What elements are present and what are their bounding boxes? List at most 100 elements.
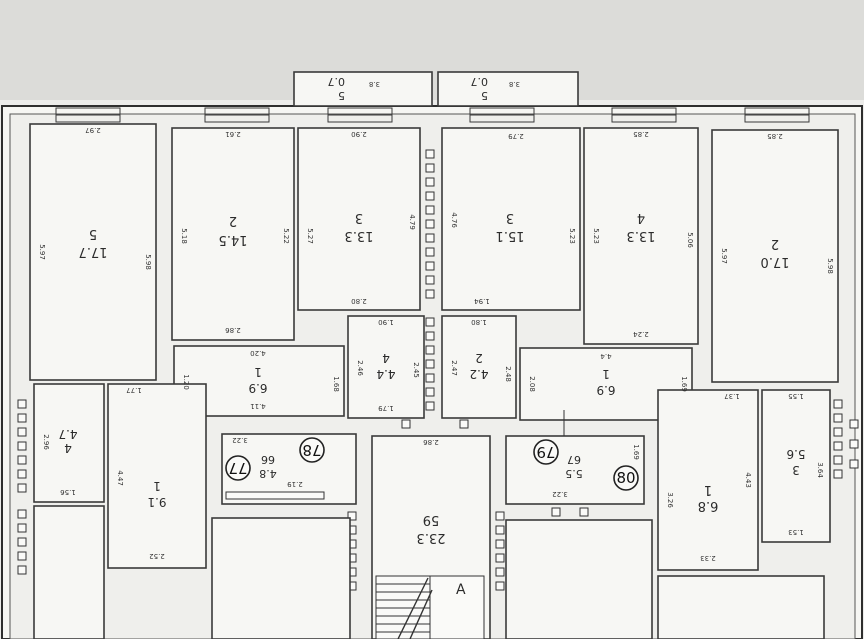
room-4-133b-dim-top: 2.85 xyxy=(633,130,649,138)
room-4-44 xyxy=(347,315,425,419)
room-67-55-area: 5.5 xyxy=(565,467,583,480)
room-3-133a-dim-top: 2.90 xyxy=(351,130,367,138)
room-1-69a-dim-bottom: 4.11 xyxy=(250,402,266,410)
room-left-bottom xyxy=(33,505,105,639)
room-4-44-area: 4.4 xyxy=(376,367,395,381)
room-3-56-dim-bottom: 1.53 xyxy=(788,528,804,536)
room-1-69a-dim-top: 4.20 xyxy=(250,349,266,357)
room-3-151-dim-bottom: 1.94 xyxy=(474,297,490,305)
unit-marker-78[interactable]: 78 xyxy=(299,437,325,463)
room-3-151-area: 15.1 xyxy=(496,228,525,243)
room-1-91-number: 1 xyxy=(153,479,161,493)
room-4-47-dim-left: 2.96 xyxy=(42,434,50,450)
room-1-69b-dim-top: 4.4 xyxy=(600,352,612,360)
balcony-right-dim: 3.8 xyxy=(509,80,520,88)
room-1-69b-dim-left: 2.08 xyxy=(528,376,536,392)
unit-marker-77[interactable]: 77 xyxy=(225,455,251,481)
room-3-151-dim-left: 4.76 xyxy=(450,212,458,228)
room-1-69b-number: 1 xyxy=(602,367,610,381)
room-2-170 xyxy=(711,129,839,383)
room-1-69a-area: 6.9 xyxy=(248,381,267,395)
room-59-233-number: 59 xyxy=(423,512,440,527)
room-5-177-dim-top: 2.97 xyxy=(85,126,101,134)
room-1-68-dim-right: 4.43 xyxy=(744,472,752,488)
room-1-69a-number: 1 xyxy=(254,365,262,379)
unit-80-number: 80 xyxy=(616,469,635,487)
room-4-133b-dim-right: 5.06 xyxy=(686,232,694,248)
room-2-42-number: 2 xyxy=(475,351,483,365)
room-4-44-dim-left: 2.46 xyxy=(356,360,364,376)
room-2-42 xyxy=(441,315,517,419)
room-4-133b xyxy=(583,127,699,345)
room-2-145 xyxy=(171,127,295,341)
room-66-48-dim-top: 3.22 xyxy=(232,436,248,444)
room-1-68-area: 6.8 xyxy=(698,498,719,513)
room-4-44-dim-top: 1.90 xyxy=(378,318,394,326)
balcony-right xyxy=(437,71,579,107)
room-2-42-area: 4.2 xyxy=(469,367,488,381)
room-bottom-right xyxy=(505,519,653,639)
room-5-177-dim-right: 5.98 xyxy=(144,254,152,270)
built-in-shelf xyxy=(225,491,325,500)
room-2-170-dim-right: 5.98 xyxy=(826,258,834,274)
room-5-177 xyxy=(29,123,157,381)
room-1-69a-dim-right: 1.68 xyxy=(332,376,340,392)
room-3-151-number: 3 xyxy=(506,210,514,225)
room-1-68-number: 1 xyxy=(704,482,712,497)
room-3-133a-dim-left: 5.27 xyxy=(306,228,314,244)
room-1-69a-dim-left: 1.20 xyxy=(182,374,190,390)
staircase xyxy=(375,575,485,639)
room-1-69b-dim-right: 1.69 xyxy=(680,376,688,392)
room-3-133a xyxy=(297,127,421,311)
room-59-233-dim-top: 2.86 xyxy=(423,438,439,446)
room-3-133a-number: 3 xyxy=(355,210,363,225)
room-1-91-dim-left: 4.47 xyxy=(116,470,124,486)
unit-78-number: 78 xyxy=(302,441,321,459)
room-3-56 xyxy=(761,389,831,543)
room-2-145-dim-right: 5.22 xyxy=(282,228,290,244)
room-3-56-dim-top: 1.55 xyxy=(788,392,804,400)
unit-marker-80[interactable]: 80 xyxy=(613,465,639,491)
room-4-47 xyxy=(33,383,105,503)
room-2-170-area: 17.0 xyxy=(761,254,790,269)
unit-77-number: 77 xyxy=(228,459,247,477)
room-3-133a-dim-bottom: 2.80 xyxy=(351,297,367,305)
room-67-55-number: 67 xyxy=(567,453,581,466)
stair-label: A xyxy=(456,582,466,598)
room-2-145-number: 2 xyxy=(229,213,237,228)
riser-squares xyxy=(17,149,859,591)
room-2-170-dim-left: 5.97 xyxy=(720,248,728,264)
room-4-47-area: 4.7 xyxy=(58,427,77,441)
room-4-133b-dim-left: 5.23 xyxy=(592,228,600,244)
room-4-133b-dim-bottom: 2.24 xyxy=(633,330,649,338)
balcony-right-number: 5 xyxy=(481,89,488,102)
room-1-68-dim-bottom: 2.33 xyxy=(700,554,716,562)
room-2-145-dim-bottom: 2.86 xyxy=(225,326,241,334)
room-3-133a-dim-right: 4.79 xyxy=(408,214,416,230)
room-2-145-area: 14.5 xyxy=(219,232,248,247)
balcony-right-area: 0.7 xyxy=(471,75,489,88)
balcony-left-area: 0.7 xyxy=(328,75,346,88)
room-4-47-dim-bottom: 1.56 xyxy=(60,488,76,496)
room-3-56-area: 5.6 xyxy=(786,447,805,461)
room-4-44-dim-right: 2.45 xyxy=(412,362,420,378)
room-1-68 xyxy=(657,389,759,571)
room-5-177-dim-left: 5.97 xyxy=(38,244,46,260)
room-4-47-number: 4 xyxy=(64,441,72,455)
room-5-177-number: 5 xyxy=(89,226,97,241)
room-2-42-dim-right: 2.48 xyxy=(504,366,512,382)
room-2-42-dim-top: 1.80 xyxy=(471,318,487,326)
room-66-48-number: 66 xyxy=(261,453,275,466)
room-3-151-dim-top: 2.79 xyxy=(508,132,524,140)
room-66-48-area: 4.8 xyxy=(259,467,277,480)
room-59-233-area: 23.3 xyxy=(417,530,446,545)
room-4-44-number: 4 xyxy=(382,351,390,365)
room-3-151-dim-right: 5.23 xyxy=(568,228,576,244)
room-1-91-dim-bottom: 2.52 xyxy=(149,552,165,560)
room-4-44-dim-bottom: 1.79 xyxy=(378,404,394,412)
room-2-170-number: 2 xyxy=(771,236,779,251)
unit-marker-79[interactable]: 79 xyxy=(533,439,559,465)
room-1-68-dim-top: 1.37 xyxy=(724,392,740,400)
room-2-170-dim-top: 2.85 xyxy=(767,132,783,140)
